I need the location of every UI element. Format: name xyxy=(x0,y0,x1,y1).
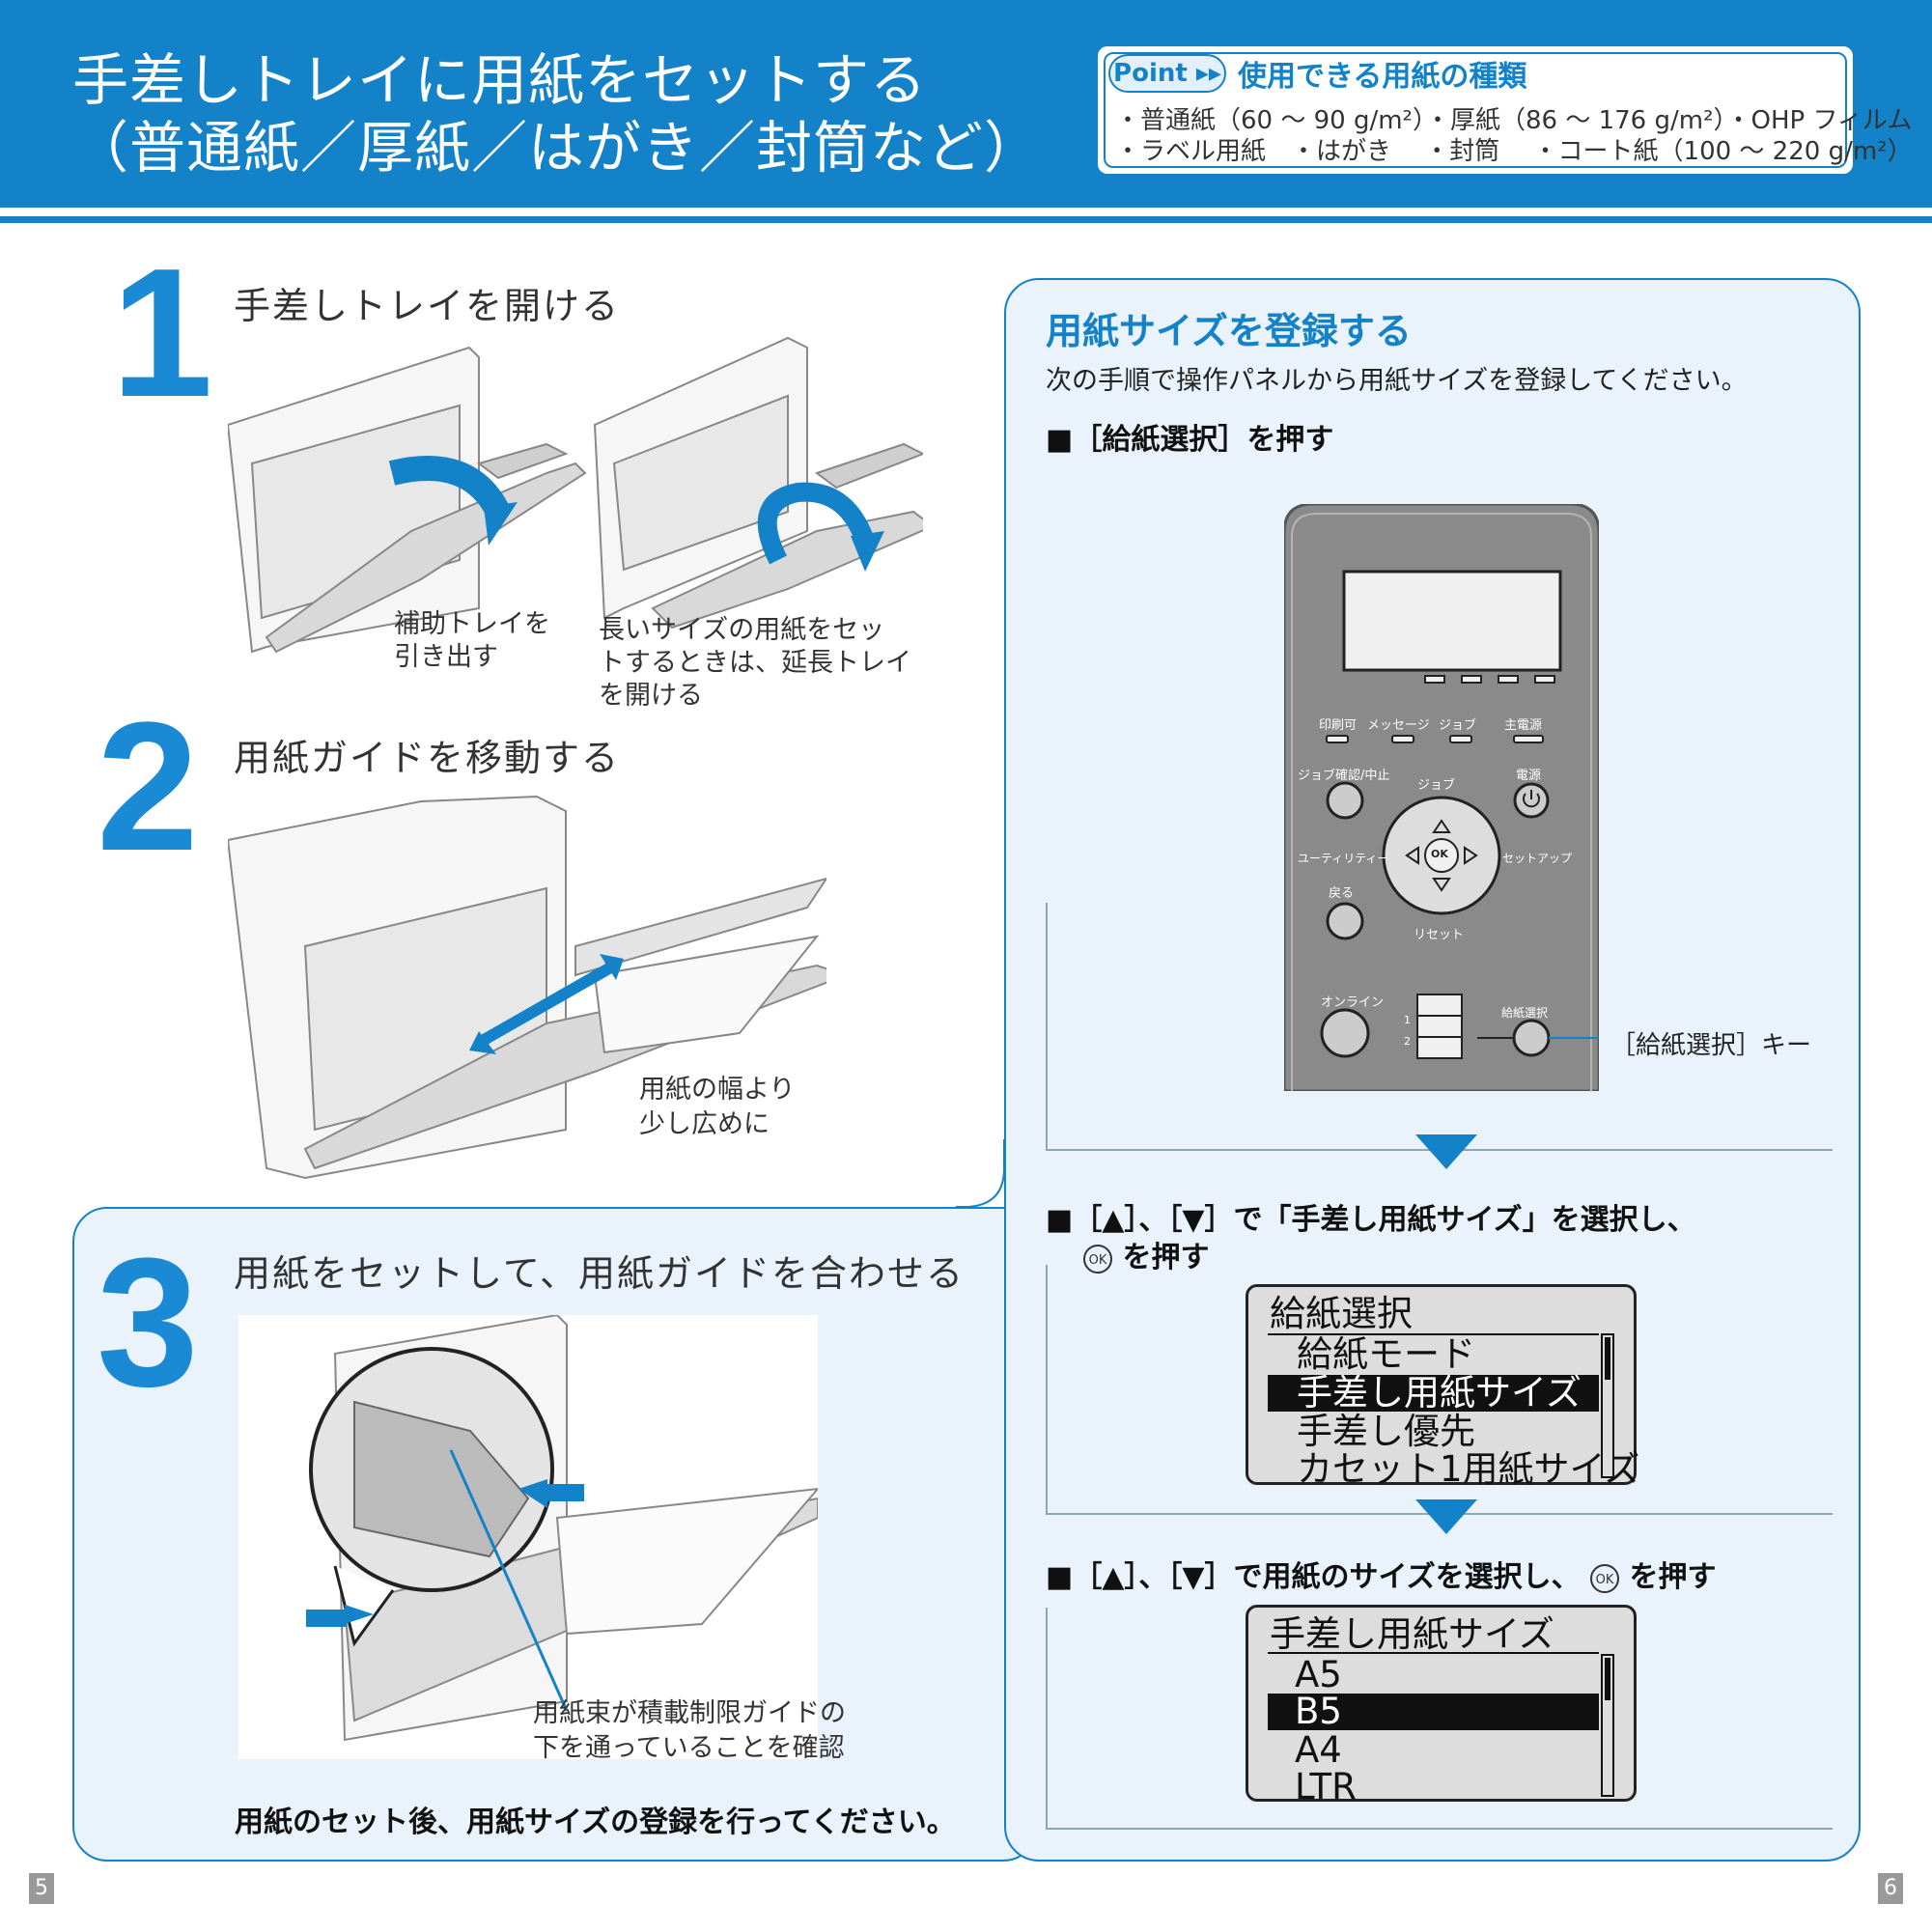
register-step-c-post: を押す xyxy=(1629,1560,1717,1594)
step1-caption-b-1: 長いサイズの用紙をセッ xyxy=(599,615,885,645)
label-job2: ジョブ xyxy=(1417,778,1456,793)
register-step-b-line1: ■［▲］、［▼］で「手差し用紙サイズ」を選択し、 xyxy=(1046,1203,1696,1237)
arrow-down-icon xyxy=(1415,1499,1477,1534)
step2-caption-2: 少し広めに xyxy=(639,1109,770,1139)
label-tray2: 2 xyxy=(1404,1035,1411,1048)
lcd2-item-3: LTR xyxy=(1295,1766,1357,1807)
lcd2-item-0: A5 xyxy=(1295,1654,1342,1695)
label-main-power: 主電源 xyxy=(1504,718,1543,733)
label-utility: ユーティリティー xyxy=(1298,852,1389,865)
register-step-a: ■［給紙選択］を押す xyxy=(1046,423,1334,457)
label-job: ジョブ xyxy=(1439,718,1477,733)
step3-caption-2: 下を通っていることを確認 xyxy=(533,1733,845,1763)
lcd1-item-1: 手差し用紙サイズ xyxy=(1297,1372,1582,1414)
frame-line xyxy=(1046,1265,1048,1513)
lcd2-header: 手差し用紙サイズ xyxy=(1270,1613,1554,1655)
page-title-line1: 手差しトレイに用紙をセットする xyxy=(72,47,928,113)
lcd1-item-2: 手差し優先 xyxy=(1297,1411,1475,1452)
label-reset: リセット xyxy=(1414,928,1465,942)
step2-caption-1: 用紙の幅より xyxy=(639,1075,796,1105)
lcd1-scrollbar xyxy=(1601,1333,1614,1478)
page-number-left: 5 xyxy=(29,1873,54,1904)
point-title: 使用できる用紙の種類 xyxy=(1238,60,1527,94)
ok-button-icon: OK xyxy=(1083,1244,1112,1274)
step2-number: 2 xyxy=(97,685,199,889)
step1-illustration xyxy=(228,336,923,654)
step1-number: 1 xyxy=(111,231,213,435)
register-step-c: ■［▲］、［▼］で用紙のサイズを選択し、 OK を押す xyxy=(1046,1553,1717,1595)
frame-line xyxy=(1046,1608,1048,1828)
step3-title: 用紙をセットして、用紙ガイドを合わせる xyxy=(234,1252,965,1295)
label-message: メッセージ xyxy=(1367,718,1430,733)
point-box-inner xyxy=(1104,52,1847,168)
step3-number: 3 xyxy=(97,1220,199,1425)
step1-caption-a-2: 引き出す xyxy=(394,642,498,672)
lcd1-header: 給紙選択 xyxy=(1270,1293,1413,1334)
label-power: 電源 xyxy=(1516,769,1542,783)
label-job-confirm: ジョブ確認/中止 xyxy=(1298,769,1390,783)
register-title: 用紙サイズを登録する xyxy=(1046,310,1412,352)
register-step-b-line2: を押す xyxy=(1122,1241,1210,1274)
register-step-b-line2-wrap: OK を押す xyxy=(1083,1233,1209,1275)
feed-select-callout: ［給紙選択］キー xyxy=(1610,1031,1812,1060)
step1-caption-b-3: を開ける xyxy=(599,681,703,711)
panel-connector xyxy=(956,1139,1005,1208)
label-back: 戻る xyxy=(1329,886,1355,901)
ok-button-icon: OK xyxy=(1590,1563,1620,1593)
label-tray1: 1 xyxy=(1404,1014,1411,1026)
point-badge: Point ▸▸ xyxy=(1108,54,1226,93)
lcd-manual-size: 手差し用紙サイズ A5 B5 A4 LTR xyxy=(1246,1605,1637,1806)
control-panel xyxy=(1284,504,1599,1091)
step2-title: 用紙ガイドを移動する xyxy=(234,737,621,779)
step1-caption-b-2: トするときは、延長トレイ xyxy=(599,648,911,678)
lcd-feed-select: 給紙選択 給紙モード 手差し用紙サイズ 手差し優先 カセット1用紙サイズ xyxy=(1246,1284,1639,1489)
register-intro: 次の手順で操作パネルから用紙サイズを登録してください。 xyxy=(1046,366,1748,396)
step3-note: 用紙のセット後、用紙サイズの登録を行ってください。 xyxy=(235,1806,956,1839)
lcd2-scrollbar xyxy=(1601,1654,1614,1797)
point-line-1: ・普通紙（60 ～ 90 g/m²）・厚紙（86 ～ 176 g/m²）・OHP… xyxy=(1115,106,1913,135)
step1-title: 手差しトレイを開ける xyxy=(234,285,621,327)
label-setup: セットアップ xyxy=(1502,852,1573,865)
step2-illustration xyxy=(228,795,826,1180)
frame-line xyxy=(1046,1828,1833,1830)
step3-caption-1: 用紙束が積載制限ガイドの xyxy=(533,1698,846,1728)
label-online: オンライン xyxy=(1321,995,1385,1010)
point-line-2: ・ラベル用紙 ・はがき ・封筒 ・コート紙（100 ～ 220 g/m²） xyxy=(1115,137,1913,166)
label-print-ready: 印刷可 xyxy=(1319,718,1358,733)
register-step-c-pre: ■［▲］、［▼］で用紙のサイズを選択し、 xyxy=(1046,1560,1581,1594)
page-number-right: 6 xyxy=(1878,1873,1903,1904)
lcd2-item-1: B5 xyxy=(1295,1691,1342,1732)
step1-caption-a-1: 補助トレイを xyxy=(394,609,550,639)
lcd1-item-3: カセット1用紙サイズ xyxy=(1297,1448,1640,1490)
label-feed-select: 給紙選択 xyxy=(1501,1006,1549,1020)
lcd1-item-0: 給紙モード xyxy=(1297,1333,1475,1375)
header-rule xyxy=(0,216,1932,223)
frame-line xyxy=(1046,903,1048,1149)
page-title-line2: （普通紙／厚紙／はがき／封筒など） xyxy=(72,115,1042,181)
step3-illustration xyxy=(238,1315,818,1759)
arrow-down-icon xyxy=(1415,1134,1477,1169)
lcd2-item-2: A4 xyxy=(1295,1729,1342,1771)
label-ok: OK xyxy=(1431,848,1448,860)
